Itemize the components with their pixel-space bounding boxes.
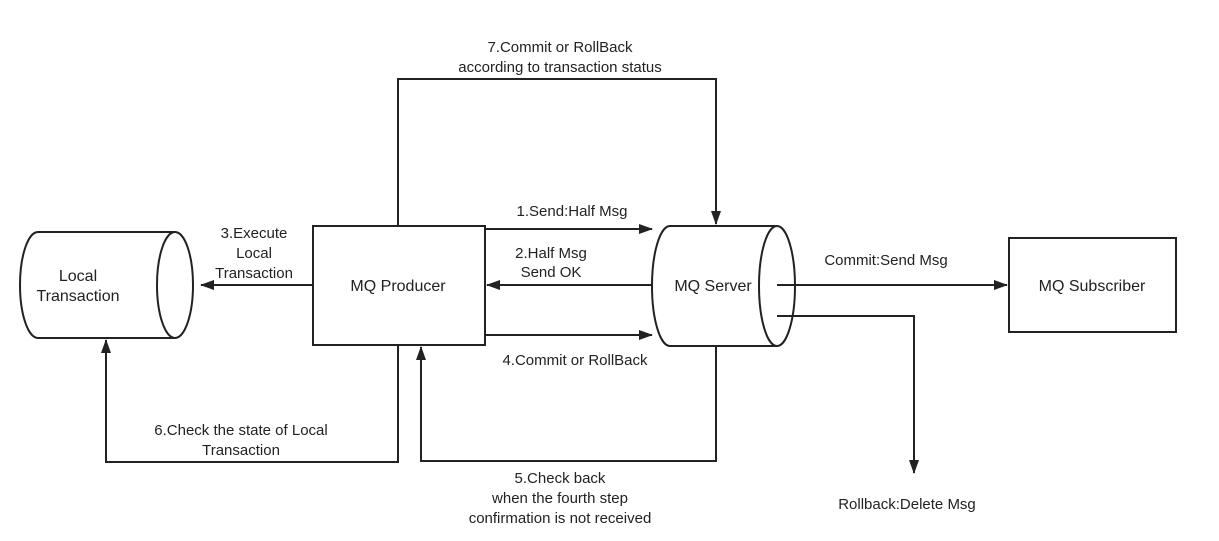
step6-label-line2: Transaction [202, 442, 280, 459]
step2-label-line2: Send OK [521, 264, 582, 281]
rollback-delete-label: Rollback:Delete Msg [838, 496, 976, 513]
step4-label: 4.Commit or RollBack [502, 352, 648, 369]
local-transaction-label-line2: Transaction [37, 288, 120, 305]
step3-label-line1: 3.Execute [221, 225, 288, 242]
commit-send-label: Commit:Send Msg [824, 252, 947, 269]
step5-label-line1: 5.Check back [515, 470, 606, 487]
step7-label-line1: 7.Commit or RollBack [487, 39, 633, 56]
rollback-delete-msg-arrow [777, 315, 919, 474]
mq-subscriber-node: MQ Subscriber [1008, 237, 1177, 333]
step5-label-line3: confirmation is not received [469, 510, 652, 527]
commit-by-status-arrow [397, 78, 721, 226]
mq-subscriber-label: MQ Subscriber [1039, 278, 1146, 295]
step1-label: 1.Send:Half Msg [517, 203, 628, 220]
step3-label-line2: Local [236, 245, 272, 262]
step3-label-line3: Transaction [215, 265, 293, 282]
local-transaction-label-line1: Local [59, 268, 97, 285]
check-back-arrow [416, 346, 717, 462]
local-transaction-node: Local Transaction [19, 231, 194, 339]
step7-label-line2: according to transaction status [458, 59, 661, 76]
step2-label-line1: 2.Half Msg [515, 245, 587, 262]
check-local-state-arrow [101, 339, 399, 463]
step6-label-line1: 6.Check the state of Local [154, 422, 327, 439]
mq-producer-label: MQ Producer [350, 278, 446, 295]
mq-producer-node: MQ Producer [312, 225, 486, 346]
mq-server-label: MQ Server [674, 278, 752, 295]
step5-label-line2: when the fourth step [491, 490, 628, 507]
mq-server-node: MQ Server [651, 225, 796, 347]
